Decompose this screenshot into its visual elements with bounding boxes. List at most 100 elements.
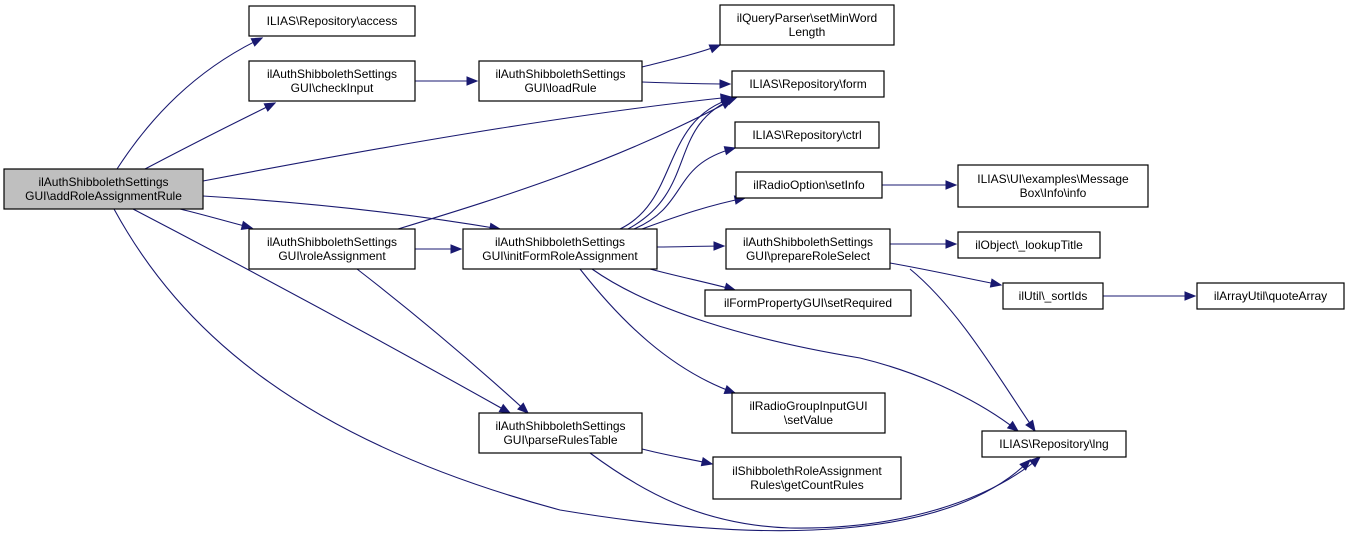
node-form[interactable]: ILIAS\Repository\form — [731, 70, 885, 98]
edges-layer — [113, 37, 1197, 532]
node-label: Length — [789, 25, 826, 39]
node-box[interactable] — [719, 4, 895, 46]
node-roleAssignment[interactable]: ilAuthShibbolethSettingsGUI\roleAssignme… — [248, 228, 416, 270]
node-box[interactable] — [731, 392, 886, 434]
node-box[interactable] — [478, 60, 643, 102]
node-label: Rules\getCountRules — [750, 478, 863, 492]
node-label: Box\Info\info — [1020, 186, 1087, 200]
edge-line — [579, 268, 736, 394]
edge-line — [641, 197, 746, 230]
node-setValue[interactable]: ilRadioGroupInputGUI\setValue — [731, 392, 886, 434]
node-initFormRoleAssignment[interactable]: ilAuthShibbolethSettingsGUI\initFormRole… — [462, 228, 658, 270]
node-box[interactable] — [248, 228, 416, 270]
node-label: \setValue — [784, 413, 833, 427]
node-label: GUI\prepareRoleSelect — [746, 249, 871, 263]
node-label: ILIAS\Repository\ctrl — [752, 128, 861, 142]
edge-parseRulesTable-to-lng — [589, 452, 1042, 529]
node-lookupTitle[interactable]: ilObject\_lookupTitle — [957, 231, 1101, 259]
edge-roleAssignment-to-parseRulesTable — [356, 268, 529, 414]
edge-initFormRoleAssignment-to-ctrl — [633, 146, 737, 230]
edge-prepareRoleSelect-to-lookupTitle — [890, 239, 958, 249]
node-box[interactable] — [704, 289, 912, 317]
edge-line — [909, 268, 1036, 432]
node-quoteArray[interactable]: ilArrayUtil\quoteArray — [1196, 282, 1345, 310]
node-box[interactable] — [734, 121, 880, 149]
arrowhead-icon — [498, 403, 512, 414]
node-label: ILIAS\Repository\form — [749, 77, 866, 91]
node-label: ilAuthShibbolethSettings — [267, 235, 397, 249]
node-getCountRules[interactable]: ilShibbolethRoleAssignmentRules\getCount… — [712, 456, 902, 500]
node-label: ilRadioOption\setInfo — [753, 178, 865, 192]
arrowhead-icon — [466, 76, 479, 86]
edge-setInfo-to-messageBoxInfo — [881, 180, 958, 190]
node-access[interactable]: ILIAS\Repository\access — [248, 5, 416, 37]
edge-sortIds-to-quoteArray — [1103, 291, 1197, 301]
node-setRequired[interactable]: ilFormPropertyGUI\setRequired — [704, 289, 912, 317]
node-addRoleAssignmentRule[interactable]: ilAuthShibbolethSettingsGUI\addRoleAssig… — [3, 168, 204, 210]
edge-initFormRoleAssignment-to-setValue — [579, 268, 737, 394]
edge-addRoleAssignmentRule-to-parseRulesTable — [132, 208, 512, 414]
edge-line — [116, 37, 263, 170]
edge-initFormRoleAssignment-to-form — [627, 96, 739, 230]
node-label: ilAuthShibbolethSettings — [495, 235, 625, 249]
edge-line — [202, 96, 732, 182]
arrowhead-icon — [1006, 420, 1020, 432]
node-box[interactable] — [731, 70, 885, 98]
node-label: GUI\addRoleAssignmentRule — [25, 189, 182, 203]
node-box[interactable] — [3, 168, 204, 210]
arrowhead-icon — [719, 79, 732, 89]
edge-roleAssignment-to-initFormRoleAssignment — [415, 244, 463, 254]
node-label: ilRadioGroupInputGUI — [749, 399, 867, 413]
edge-prepareRoleSelect-to-lng — [909, 268, 1036, 433]
node-label: ilAuthShibbolethSettings — [267, 67, 397, 81]
node-setInfo[interactable]: ilRadioOption\setInfo — [735, 171, 883, 199]
edge-line — [589, 452, 1041, 529]
node-prepareRoleSelect[interactable]: ilAuthShibbolethSettingsGUI\prepareRoleS… — [725, 228, 891, 270]
edge-prepareRoleSelect-to-sortIds — [889, 262, 1003, 288]
arrowhead-icon — [700, 457, 714, 467]
node-parseRulesTable[interactable]: ilAuthShibbolethSettingsGUI\parseRulesTa… — [478, 412, 643, 454]
edge-checkInput-to-loadRule — [415, 76, 479, 86]
node-box[interactable] — [957, 164, 1149, 208]
node-box[interactable] — [712, 456, 902, 500]
arrowhead-icon — [1025, 419, 1036, 433]
node-label: ilArrayUtil\quoteArray — [1214, 289, 1327, 303]
node-label: ilAuthShibbolethSettings — [495, 419, 625, 433]
node-box[interactable] — [725, 228, 891, 270]
edge-line — [619, 97, 734, 230]
node-lng[interactable]: ILIAS\Repository\lng — [981, 430, 1127, 458]
node-label: ILIAS\Repository\access — [267, 14, 398, 28]
node-box[interactable] — [462, 228, 658, 270]
node-label: GUI\parseRulesTable — [503, 433, 617, 447]
node-sortIds[interactable]: ilUtil\_sortIds — [1002, 282, 1104, 310]
edge-line — [179, 208, 253, 229]
arrowhead-icon — [250, 37, 264, 47]
arrowhead-icon — [240, 220, 254, 230]
node-box[interactable] — [248, 60, 416, 102]
edge-line — [202, 195, 501, 230]
node-box[interactable] — [957, 231, 1101, 259]
edge-loadRule-to-setMinWordLength — [641, 44, 722, 68]
node-box[interactable] — [478, 412, 643, 454]
edge-initFormRoleAssignment-to-form — [619, 96, 735, 230]
node-ctrl[interactable]: ILIAS\Repository\ctrl — [734, 121, 880, 149]
node-box[interactable] — [1196, 282, 1345, 310]
edge-line — [889, 262, 1002, 286]
edge-initFormRoleAssignment-to-prepareRoleSelect — [656, 241, 726, 251]
node-box[interactable] — [735, 171, 883, 199]
arrowhead-icon — [723, 385, 737, 394]
node-label: GUI\loadRule — [524, 81, 596, 95]
arrowhead-icon — [450, 244, 463, 254]
node-box[interactable] — [981, 430, 1127, 458]
edge-addRoleAssignmentRule-to-roleAssignment — [179, 208, 254, 230]
nodes-layer: ilAuthShibbolethSettingsGUI\addRoleAssig… — [3, 4, 1345, 500]
arrowhead-icon — [1019, 459, 1031, 471]
node-box[interactable] — [248, 5, 416, 37]
node-box[interactable] — [1002, 282, 1104, 310]
node-label: ilAuthShibbolethSettings — [495, 67, 625, 81]
node-label: ilFormPropertyGUI\setRequired — [724, 296, 892, 310]
